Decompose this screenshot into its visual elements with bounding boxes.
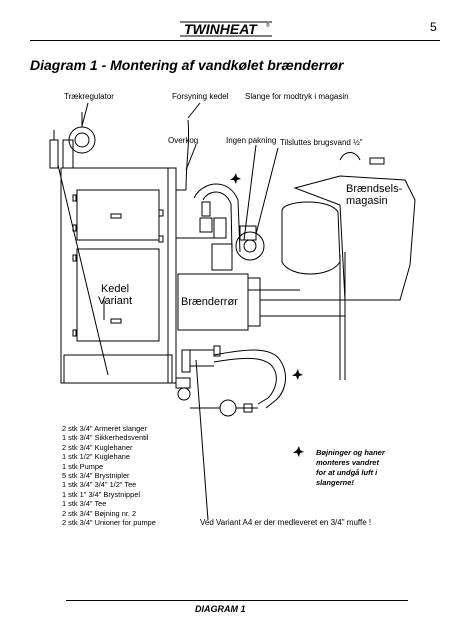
svg-text:TWINHEAT: TWINHEAT xyxy=(184,21,258,37)
label-ingen-pakning: Ingen pakning xyxy=(226,136,277,145)
twinheat-logo: TWINHEAT ® xyxy=(180,19,272,39)
label-tilsluttes-brugsvand: Tilsluttes brugsvand ½" xyxy=(280,138,363,147)
list-item: 1 stk Pumpe xyxy=(62,461,104,471)
variant-note: Ved Variant A4 er der medleveret en 3/4"… xyxy=(200,518,372,527)
parts-list: 2 stk 3/4" Armeret slanger 1 stk 3/4" Si… xyxy=(62,424,156,527)
page-title: Diagram 1 - Montering af vandkølet brænd… xyxy=(30,57,344,73)
list-item: 1 stk 1" 3/4" Brystnippel xyxy=(62,489,140,499)
list-item: 1 stk 3/4" 3/4" 1/2" Tee xyxy=(62,480,137,490)
label-traekregulator: Trækregulator xyxy=(64,92,114,101)
list-item: 2 stk 3/4" Kuglehaner xyxy=(62,442,133,452)
list-item: 5 stk 3/4" Brystnipler xyxy=(62,471,130,481)
star-markers xyxy=(230,173,304,457)
page-number: 5 xyxy=(430,20,437,34)
footer-rule xyxy=(66,600,408,601)
label-slange-modtryk: Slange for modtryk i magasin xyxy=(245,92,349,101)
lower-door xyxy=(76,248,160,342)
label-kedel-variant: Kedel Variant xyxy=(98,283,133,307)
header-rule xyxy=(30,40,440,41)
label-braendselsmagasin: Brændsels- magasin xyxy=(346,183,403,207)
upper-door xyxy=(76,189,160,241)
list-item: 1 stk 3/4" Tee xyxy=(62,499,107,509)
label-braenderror: Brænderrør xyxy=(181,296,238,308)
list-item: 2 stk 3/4" Bøjning nr. 2 xyxy=(62,508,137,518)
list-item: 1 stk 1/2" Kuglehane xyxy=(62,452,130,462)
label-forsyning-kedel: Forsyning kedel xyxy=(172,92,229,101)
mounting-note: Bøjninger og haner monteres vandret for … xyxy=(316,448,385,487)
footer-label: DIAGRAM 1 xyxy=(195,604,246,614)
list-item: 2 stk 3/4" Unioner for pumpe xyxy=(62,518,156,528)
list-item: 2 stk 3/4" Armeret slanger xyxy=(62,424,147,433)
label-overkog: Overkog xyxy=(168,136,199,145)
svg-text:®: ® xyxy=(266,22,270,29)
list-item: 1 stk 3/4" Sikkerhedsventil xyxy=(62,433,149,443)
